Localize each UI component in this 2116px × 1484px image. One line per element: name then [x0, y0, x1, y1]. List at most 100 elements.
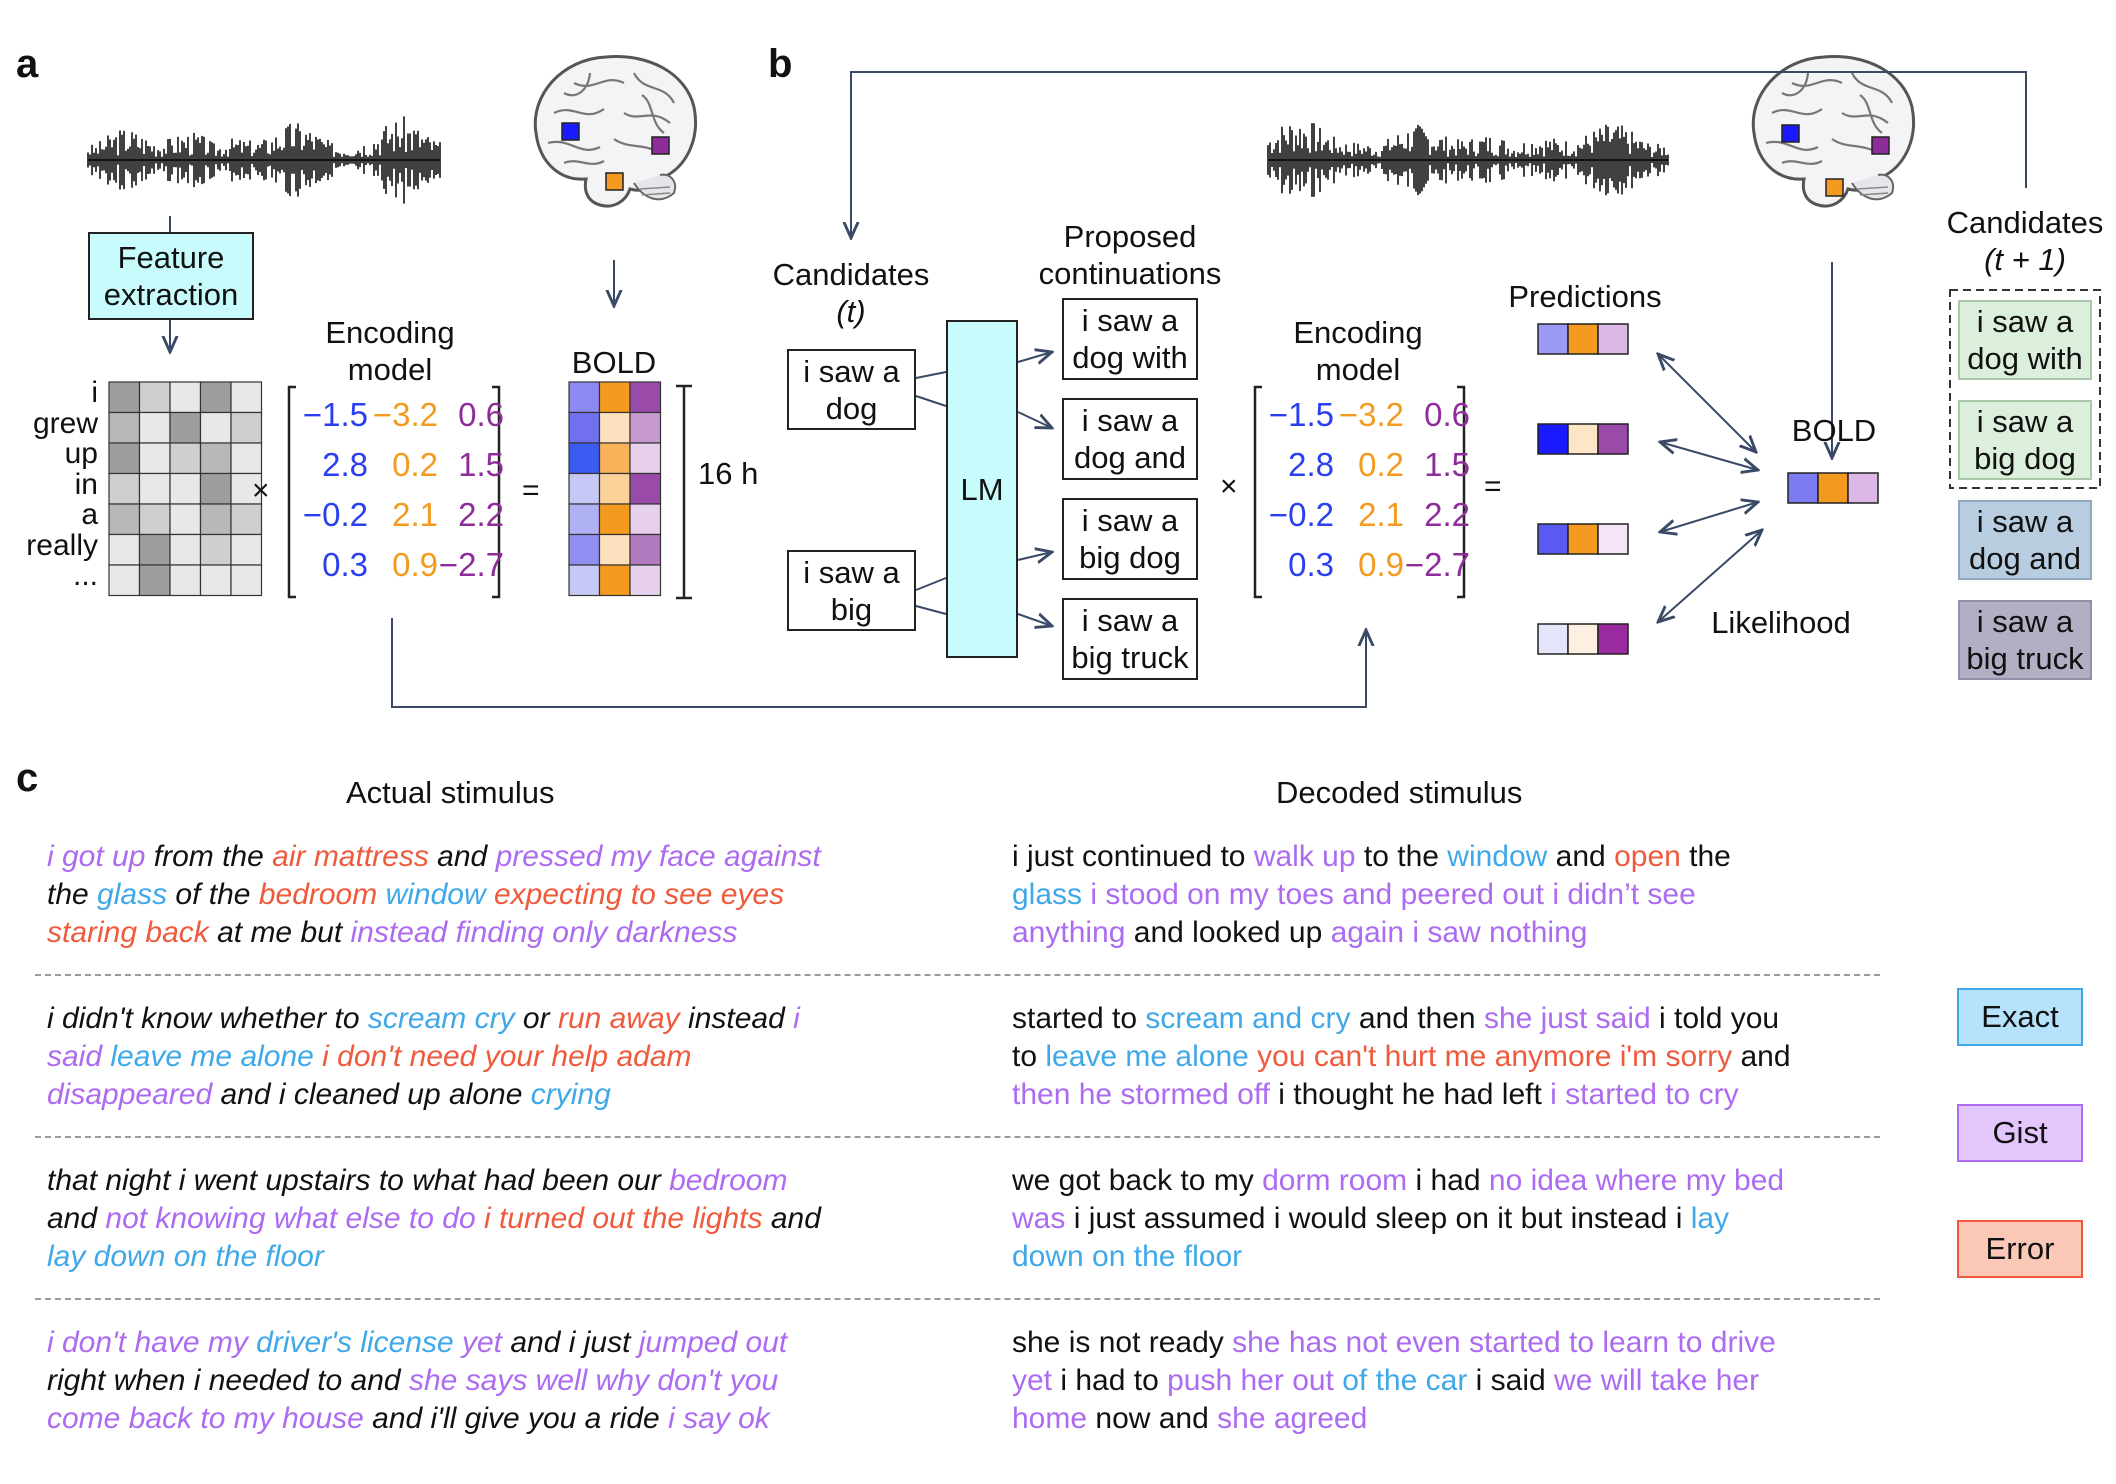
stimulus-span: and [762, 1202, 821, 1235]
stimulus-span: i thought he had left [1269, 1078, 1551, 1111]
stimulus-span: she is not ready [1012, 1326, 1233, 1359]
matrix-cell: 2.2 [458, 496, 504, 533]
stimulus-span: yet [453, 1326, 502, 1359]
prediction-bars [1537, 323, 1629, 655]
panel-label-c: c [16, 756, 39, 800]
stimulus-span: that night i went upstairs to what had b… [47, 1164, 670, 1197]
matrix-cell: −0.2 [1268, 496, 1334, 533]
matrix-cell: 0.9 [392, 546, 438, 583]
matrix-brackets-b [1253, 385, 1466, 599]
stimulus-span: we will take her [1554, 1364, 1760, 1397]
matrix-cell: 0.6 [458, 396, 504, 433]
stimulus-span: said [47, 1040, 111, 1073]
actual-stimulus-text: i didn't know whether to scream cry or r… [47, 1000, 800, 1114]
stimulus-span: anything [1012, 916, 1126, 949]
stimulus-span: and i'll give you a ride [363, 1402, 669, 1435]
stimulus-span: she just said [1483, 1002, 1651, 1035]
stimulus-span: leave me alone [1045, 1040, 1249, 1073]
language-model-box: LM [946, 320, 1018, 658]
stimulus-span: bedroom [258, 878, 386, 911]
row-divider-2 [35, 1136, 1880, 1138]
brain-icon-a [533, 54, 698, 208]
stimulus-span: the [1680, 840, 1731, 873]
brain-icon-b [1751, 54, 1916, 208]
stimulus-span: air mattress [272, 840, 429, 873]
legend-gist: Gist [1957, 1104, 2083, 1162]
stimulus-span: and [47, 1202, 106, 1235]
word-list: i grew up in a really ... [26, 376, 98, 592]
stimulus-span: at me but [208, 916, 351, 949]
duration-label: 16 h [698, 456, 759, 491]
stimulus-span: pressed my face against [495, 840, 821, 873]
decoded-stimulus-text: we got back to my dorm room i had no ide… [1012, 1162, 1784, 1276]
equals-sign-a: = [522, 474, 540, 507]
duration-bracket [676, 384, 692, 600]
stimulus-span: crying [530, 1078, 611, 1111]
matrix-brackets-a [287, 385, 501, 599]
matrix-cell: 1.5 [1424, 446, 1470, 483]
stimulus-span: i say ok [668, 1402, 770, 1435]
stimulus-span: i don't need your help adam [313, 1040, 692, 1073]
actual-stimulus-text: i got up from the air mattress and press… [47, 838, 821, 952]
stimulus-span: she has not even started to learn to dri… [1232, 1326, 1776, 1359]
stimulus-span: no idea where my bed [1488, 1164, 1785, 1197]
stimulus-span: leave me alone [110, 1040, 314, 1073]
multiply-sign-b: × [1220, 470, 1238, 503]
stimulus-span: i had [1407, 1164, 1489, 1197]
stimulus-span: scream and cry [1145, 1002, 1351, 1035]
matrix-cell: 0.3 [322, 546, 368, 583]
matrix-cell: 0.2 [392, 446, 438, 483]
stimulus-span: dorm room [1262, 1164, 1408, 1197]
bold-label-a: BOLD [571, 345, 657, 380]
stimulus-span: and then [1350, 1002, 1484, 1035]
equals-sign-b: = [1484, 470, 1502, 503]
stimulus-span: glass [1012, 878, 1083, 911]
predictions-label: Predictions [1508, 279, 1662, 314]
stimulus-span: not knowing what else to do [105, 1202, 476, 1235]
stimulus-span: yet [1012, 1364, 1053, 1397]
stimulus-span: and [428, 840, 496, 873]
stimulus-span: jumped out [638, 1326, 788, 1359]
stimulus-span: to the [1355, 840, 1448, 873]
matrix-cell: 0.2 [1358, 446, 1404, 483]
stimulus-span: i stood on my toes and peered out i didn… [1082, 878, 1696, 911]
matrix-cell: 2.2 [1424, 496, 1470, 533]
multiply-sign-a: × [252, 474, 270, 507]
actual-stimulus-text: that night i went upstairs to what had b… [47, 1162, 821, 1276]
matrix-cell: −1.5 [302, 396, 368, 433]
legend-exact: Exact [1957, 988, 2083, 1046]
stimulus-span: walk up [1253, 840, 1356, 873]
stimulus-span: scream cry [367, 1002, 515, 1035]
matrix-cell: 2.1 [392, 496, 438, 533]
matrix-cell: −3.2 [372, 396, 438, 433]
matrix-cell: −3.2 [1338, 396, 1404, 433]
stimulus-span: right when i needed to and [47, 1364, 409, 1397]
stimulus-span: of the [167, 878, 259, 911]
stimulus-span: instead finding only darkness [350, 916, 738, 949]
stimulus-span: she says well why don't you [408, 1364, 779, 1397]
bold-grid [568, 381, 662, 597]
stimulus-span: then he stormed off [1012, 1078, 1270, 1111]
matrix-cell: 2.8 [322, 446, 368, 483]
stimulus-span: and i cleaned up alone [212, 1078, 531, 1111]
actual-stimulus-text: i don't have my driver's license yet and… [47, 1324, 787, 1438]
stimulus-span: home [1012, 1402, 1088, 1435]
stimulus-span: you can't hurt me anymore i'm sorry [1248, 1040, 1733, 1073]
stimulus-span: bedroom [669, 1164, 788, 1197]
likelihood-label: Likelihood [1711, 605, 1851, 640]
decoded-stimulus-title: Decoded stimulus [1276, 775, 1523, 810]
stimulus-span: open [1614, 840, 1681, 873]
stimulus-span: i didn't know whether to [47, 1002, 368, 1035]
stimulus-span: expecting to see eyes [485, 878, 785, 911]
matrix-cell: 0.9 [1358, 546, 1404, 583]
audio-waveform-a [87, 116, 441, 204]
bold-bar-b [1787, 472, 1879, 504]
matrix-cell: −1.5 [1268, 396, 1334, 433]
